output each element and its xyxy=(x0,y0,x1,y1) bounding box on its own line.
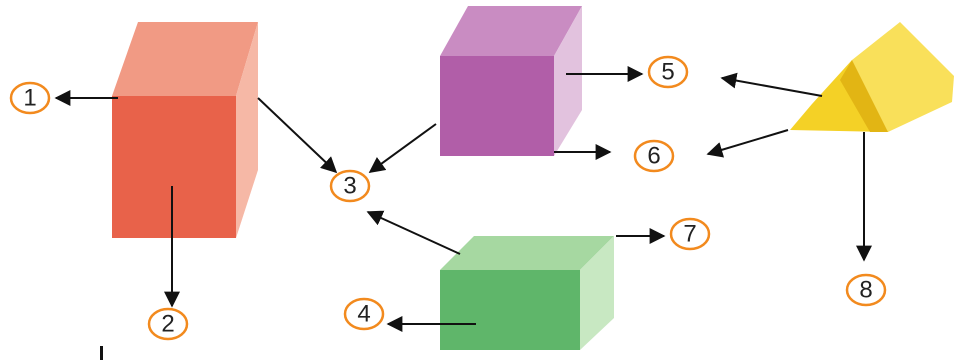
arrow-prism-to-label-5 xyxy=(720,72,823,97)
label-5: 5 xyxy=(647,55,689,89)
label-7-text: 7 xyxy=(683,220,696,247)
label-8-ring xyxy=(845,273,887,307)
red-box-front-face xyxy=(112,96,236,238)
purple-box-front-face xyxy=(440,56,554,156)
yellow-triangular-prism xyxy=(790,22,954,132)
label-6-text: 6 xyxy=(647,142,660,169)
arrow-red-to-label-3 xyxy=(257,97,338,174)
label-5-ring xyxy=(647,55,689,89)
label-8: 8 xyxy=(845,273,887,307)
label-1-text: 1 xyxy=(23,84,36,111)
red-box-top-face xyxy=(112,22,258,96)
label-2-text: 2 xyxy=(161,310,174,337)
arrows xyxy=(54,66,872,332)
arrow-prism-to-label-6 xyxy=(706,129,789,158)
label-2-ring xyxy=(147,307,189,341)
label-3-text: 3 xyxy=(343,172,356,199)
green-box-top-face xyxy=(440,236,614,270)
green-box-front-face xyxy=(440,270,580,350)
label-1: 1 xyxy=(9,81,51,115)
label-4: 4 xyxy=(343,297,385,331)
arrow-purple-to-label-3 xyxy=(368,123,437,173)
green-flat-box xyxy=(440,236,614,350)
prism-shaded-edge xyxy=(840,60,888,132)
label-4-text: 4 xyxy=(357,300,370,327)
green-box-side-face xyxy=(580,236,614,350)
red-tall-box xyxy=(112,22,258,238)
label-8-text: 8 xyxy=(859,276,872,303)
red-box-side-face xyxy=(236,22,258,238)
label-3-ring xyxy=(329,169,371,203)
label-6-ring xyxy=(633,139,675,173)
label-4-ring xyxy=(343,297,385,331)
label-2: 2 xyxy=(147,307,189,341)
label-7: 7 xyxy=(669,217,711,251)
stray-mark xyxy=(100,346,103,360)
label-3: 3 xyxy=(329,169,371,203)
label-7-ring xyxy=(669,217,711,251)
purple-box-top-face xyxy=(440,6,582,56)
label-1-ring xyxy=(9,81,51,115)
purple-box xyxy=(440,6,582,156)
arrow-green-to-label-3 xyxy=(366,210,461,255)
label-5-text: 5 xyxy=(661,58,674,85)
label-6: 6 xyxy=(633,139,675,173)
prism-side-face xyxy=(852,22,954,132)
purple-box-side-face xyxy=(554,6,582,156)
